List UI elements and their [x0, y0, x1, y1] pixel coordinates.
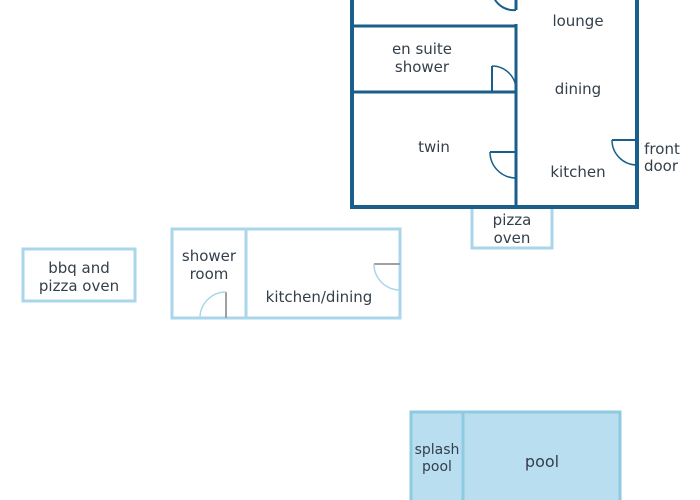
room-label-twin: twin	[418, 138, 450, 156]
main-house: lounge en suite shower dining twin kitch…	[350, 0, 639, 209]
door-en-suite	[491, 65, 517, 92]
main-house-outer-wall	[350, 0, 639, 209]
label-bbq-pizza-oven: pizza oven	[39, 277, 119, 295]
room-label-en-suite: en suite	[392, 40, 452, 58]
room-label-lounge: lounge	[552, 12, 603, 30]
door-shower-room	[199, 291, 227, 319]
room-label-kitchen: kitchen	[550, 163, 605, 181]
label-kitchen-dining: kitchen/dining	[266, 288, 373, 306]
pool-area: splash pool pool	[409, 410, 622, 500]
label-pizza: pizza	[493, 211, 532, 229]
label-door: door	[644, 157, 679, 175]
pool-area-fill	[409, 410, 622, 500]
label-pool: pool	[525, 452, 559, 471]
label-room: room	[190, 265, 229, 283]
door-kitchen-dining	[373, 263, 401, 291]
outbuilding: shower room kitchen/dining	[170, 227, 402, 320]
pizza-oven-box: pizza oven	[470, 209, 554, 250]
label-oven: oven	[494, 229, 531, 247]
outbuilding-outer-wall	[170, 227, 402, 320]
label-splash: splash	[415, 442, 460, 458]
door-front	[611, 139, 638, 166]
bbq-box: bbq and pizza oven	[21, 247, 137, 303]
label-splash-pool: pool	[422, 459, 452, 475]
label-front: front	[644, 140, 680, 158]
door-twin	[489, 151, 517, 179]
door-top-right	[494, 0, 517, 12]
room-label-dining: dining	[555, 80, 601, 98]
label-bbq: bbq and	[48, 259, 110, 277]
label-shower: shower	[182, 247, 237, 265]
room-label-shower: shower	[395, 58, 450, 76]
